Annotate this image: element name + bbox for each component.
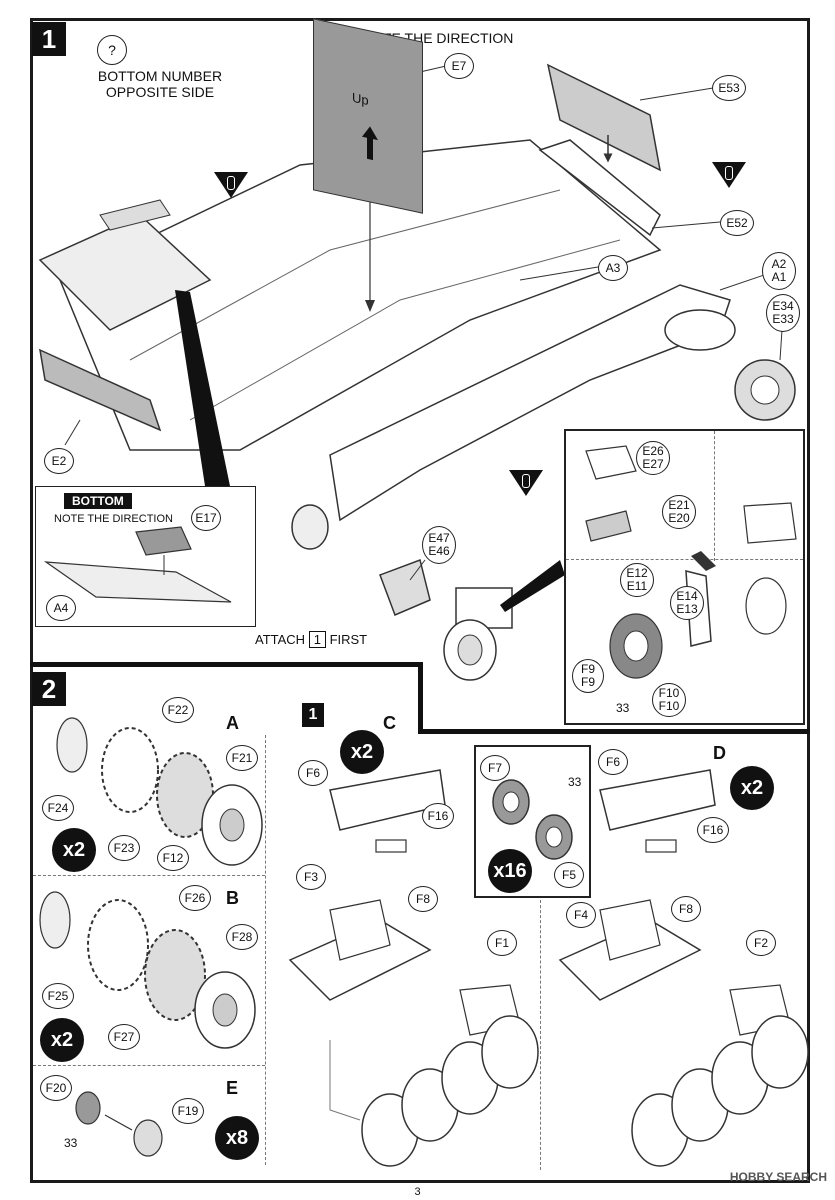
callout-f25: F25 [42,983,74,1009]
callout-e7: E7 [444,53,474,79]
callout-f21: F21 [226,745,258,771]
callout-e52: E52 [720,210,754,236]
attach-step-box: 1 [308,631,326,648]
callout-e2: E2 [44,448,74,474]
attach-first-note: ATTACH 1 FIRST [255,631,368,648]
part-number-33-wheel: 33 [568,775,582,789]
callout-f26: F26 [179,885,211,911]
callout-f28: F28 [226,924,258,950]
callout-e53: E53 [712,75,746,101]
bottom-inset-note: NOTE THE DIRECTION [54,513,173,525]
bottom-number-note: BOTTOM NUMBER OPPOSITE SIDE [95,68,225,100]
detail-drawing [585,445,797,679]
page-frame [30,18,810,1183]
quantity-badge-a: x2 [52,828,96,872]
step-separator-left [30,662,422,667]
callout-f8-c: F8 [408,886,438,912]
callout-f20: F20 [40,1075,72,1101]
subassembly-e-drawing [75,1091,163,1157]
callout-f1: F1 [487,930,517,956]
up-label: Up [352,89,369,109]
bottom-inset-drawing [43,526,232,603]
callout-f6-d: F6 [598,749,628,775]
page-number: 3 [414,1186,421,1198]
subassembly-a-letter: A [226,713,239,733]
watermark: HOBBY SEARCH [729,1170,827,1184]
bottom-note-line-2: OPPOSITE SIDE [105,84,215,100]
callout-f3: F3 [296,864,326,890]
subassembly-d-drawing [558,769,809,1167]
road-wheel-drawing [492,779,573,860]
callout-f24: F24 [42,795,74,821]
up-arrow-shaft [367,136,373,161]
callout-a4: A4 [46,595,76,621]
step2-divider-be [33,1065,265,1066]
hull-drawing [38,63,796,681]
e7-plate: Up [313,18,423,214]
quantity-badge-d: x2 [730,766,774,810]
callout-f6-c: F6 [298,760,328,786]
callout-f22: F22 [162,697,194,723]
detail-divider-v [714,431,715,561]
bottom-inset-title: BOTTOM [64,493,132,509]
step2-divider-left [265,735,266,1165]
road-wheel-inset: F7 33 F5 x16 [474,745,591,898]
step-separator-vertical [418,662,423,734]
attach-label: ATTACH [255,632,306,647]
first-label: FIRST [329,632,368,647]
callout-f19: F19 [172,1098,204,1124]
step-1-number: 1 [32,22,66,56]
subassembly-c-letter: C [383,713,396,733]
callout-f5: F5 [554,862,584,888]
part-number-33-e: 33 [64,1136,78,1150]
detail-divider-h [566,559,803,560]
subassembly-a-drawing [56,717,263,866]
bottom-inset: BOTTOM NOTE THE DIRECTION E17 A4 [35,486,256,627]
callout-f12: F12 [157,845,189,871]
cement-warning-icon [214,172,248,198]
callout-f16-d: F16 [697,817,729,843]
reference-step-badge: 1 [302,703,324,727]
callout-f7: F7 [480,755,510,781]
step-separator-right [418,729,810,734]
quantity-badge-e: x8 [215,1116,259,1160]
step2-divider-ab [33,875,265,876]
callout-f2: F2 [746,930,776,956]
part-number-33: 33 [616,701,630,715]
callout-a3: A3 [598,255,628,281]
cement-warning-icon-3 [509,470,543,496]
subassembly-b-letter: B [226,888,239,908]
callout-f16-c: F16 [422,803,454,829]
subassembly-d-letter: D [713,743,726,763]
quantity-badge-b: x2 [40,1018,84,1062]
subassembly-b-drawing [39,891,256,1049]
subassembly-e-letter: E [226,1078,239,1098]
cement-warning-icon-2 [712,162,746,188]
callout-f23: F23 [108,835,140,861]
quantity-badge-c: x2 [340,730,384,774]
callout-f27: F27 [108,1024,140,1050]
step-2-number: 2 [32,672,66,706]
quantity-badge-wheel: x16 [488,849,532,893]
callout-f4: F4 [566,902,596,928]
subassembly-c-drawing [288,769,539,1167]
question-mark-icon: ? [97,35,127,65]
callout-f8-d: F8 [671,896,701,922]
callout-e17: E17 [191,505,221,531]
step2-divider-cd [540,895,541,1170]
bottom-note-line-1: BOTTOM NUMBER [97,68,223,84]
